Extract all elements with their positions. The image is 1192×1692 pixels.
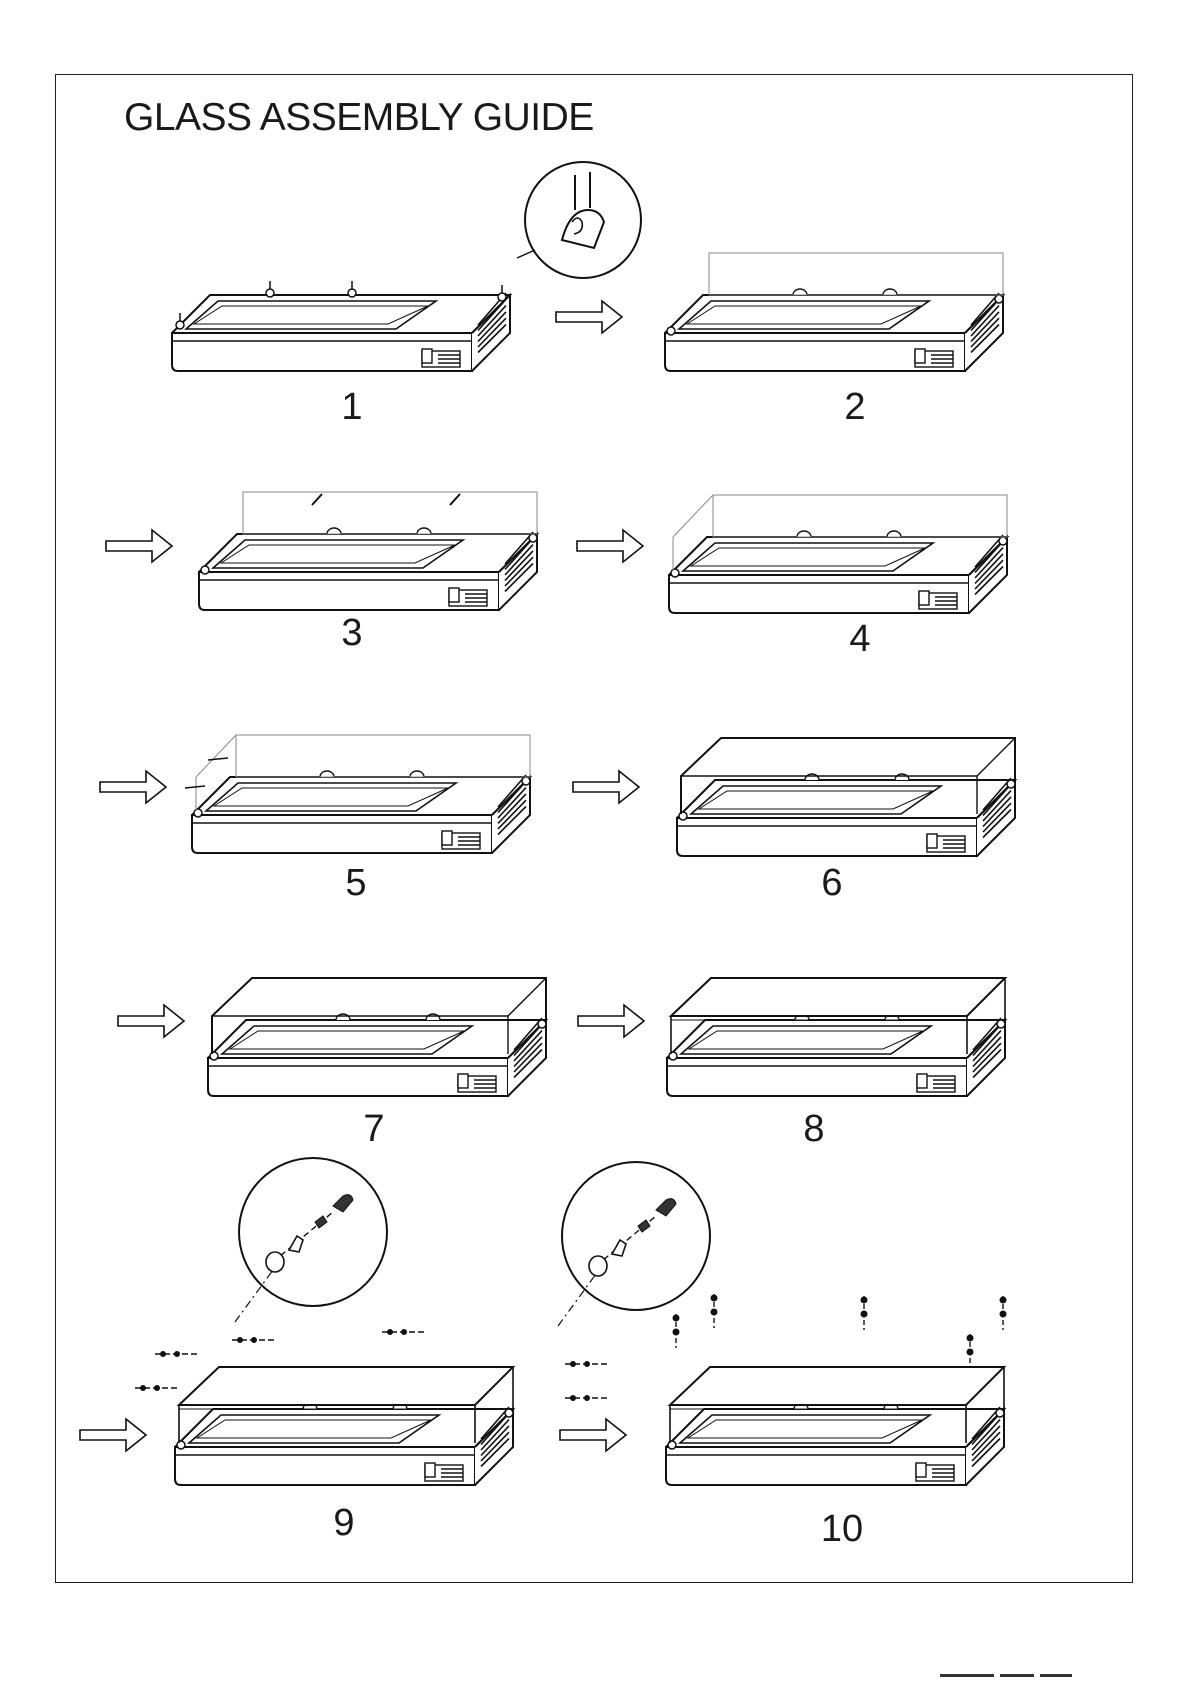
step-number-2: 2 xyxy=(825,386,885,429)
step4-glass xyxy=(673,495,1007,571)
step5-unit xyxy=(192,771,530,853)
step1-unit xyxy=(172,281,510,371)
step3-back-glass xyxy=(243,492,537,534)
step9-detail-circle-left xyxy=(239,1158,387,1306)
footer-marks xyxy=(940,1674,1080,1680)
step-number-5: 5 xyxy=(326,862,386,905)
arrow-1-2 xyxy=(556,301,622,333)
step6-glass xyxy=(681,738,1015,814)
step-number-1: 1 xyxy=(322,386,382,429)
step8-glass xyxy=(671,978,1005,1054)
step6-unit xyxy=(677,774,1015,856)
arrow-4-5 xyxy=(100,771,166,803)
step9-detail-circle-right xyxy=(562,1162,710,1310)
step-number-7: 7 xyxy=(344,1108,404,1151)
step3-unit xyxy=(199,528,537,610)
arrow-5-6 xyxy=(573,771,639,803)
step1-detail-circle xyxy=(517,162,641,278)
arrow-3-4 xyxy=(577,530,643,562)
arrow-2-3 xyxy=(106,530,172,562)
step9-unit xyxy=(175,1403,513,1485)
arrow-9-10 xyxy=(560,1419,626,1451)
step-number-10: 10 xyxy=(812,1508,872,1551)
step-number-6: 6 xyxy=(802,862,862,905)
step-number-9: 9 xyxy=(314,1502,374,1545)
arrow-7-8 xyxy=(578,1005,644,1037)
step-number-4: 4 xyxy=(830,618,890,661)
step9-glass xyxy=(179,1367,513,1443)
arrow-8-9 xyxy=(80,1419,146,1451)
step2-unit xyxy=(665,289,1003,371)
step7-unit xyxy=(208,1014,546,1096)
step5-glass xyxy=(196,735,530,811)
arrow-6-7 xyxy=(118,1005,184,1037)
step4-unit xyxy=(669,531,1007,613)
step8-unit xyxy=(667,1014,1005,1096)
step10-glass xyxy=(670,1367,1004,1443)
step2-back-glass xyxy=(709,253,1003,295)
step10-unit xyxy=(666,1403,1004,1485)
step7-glass xyxy=(212,978,546,1054)
step-number-3: 3 xyxy=(322,612,382,655)
step-number-8: 8 xyxy=(784,1108,844,1151)
